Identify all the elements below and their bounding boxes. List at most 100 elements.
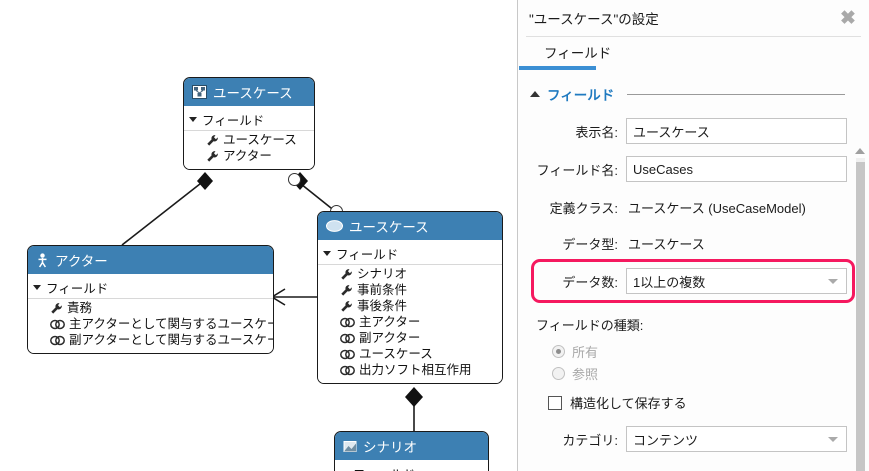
scrollbar-thumb[interactable] xyxy=(856,162,865,471)
chevron-down-icon xyxy=(828,279,838,284)
section-rule xyxy=(627,93,845,95)
node-group-label: フィールド xyxy=(353,464,415,471)
section-title: フィールド xyxy=(547,88,615,103)
node-field-row[interactable]: 責務 xyxy=(28,300,273,316)
link-icon xyxy=(340,317,355,328)
close-icon[interactable]: ✖ xyxy=(840,7,856,29)
node-field-row[interactable]: シナリオ xyxy=(318,266,502,282)
chevron-down-icon xyxy=(189,117,197,122)
panel-content: フィールド 表示名: ユースケース フィールド名: UseCases 定義クラス… xyxy=(518,70,869,471)
node-field-label: 事前条件 xyxy=(357,283,408,297)
tab-bar: フィールド xyxy=(518,37,869,68)
scrollbar-up-arrow[interactable] xyxy=(855,148,865,154)
node-title: シナリオ xyxy=(363,440,417,455)
node-title: ユースケース xyxy=(213,86,293,101)
data-type-label: データ型: xyxy=(562,236,618,252)
data-count-value: 1以上の複数 xyxy=(633,274,706,290)
radio-own-label: 所有 xyxy=(572,345,599,360)
node-field-label: 事後条件 xyxy=(357,299,408,313)
node-field-label: 責務 xyxy=(67,301,93,315)
node-field-row[interactable]: アクター xyxy=(184,148,314,164)
def-class-value: ユースケース (UseCaseModel) xyxy=(628,200,806,216)
node-title: アクター xyxy=(55,254,108,269)
node-field-row[interactable]: 主アクターとして関与するユースケース xyxy=(28,316,273,332)
tab-active-underline xyxy=(519,66,596,70)
wrench-icon xyxy=(50,302,63,315)
link-icon xyxy=(50,335,65,346)
link-icon xyxy=(50,319,65,330)
node-field-label: アクター xyxy=(223,149,272,163)
node-body: フィールド ユースケース アクター xyxy=(184,106,314,169)
node-field-row[interactable]: 事後条件 xyxy=(318,298,502,314)
actor-figure-icon xyxy=(36,252,49,268)
node-group-row[interactable]: フィールド xyxy=(28,277,273,299)
category-select[interactable]: コンテンツ xyxy=(626,426,847,452)
checkbox-label: 構造化して保存する xyxy=(570,396,687,411)
panel-title-bar: "ユースケース"の設定 ✖ xyxy=(518,0,869,36)
field-name-label: フィールド名: xyxy=(536,162,618,178)
data-count-label: データ数: xyxy=(562,274,618,290)
display-name-input[interactable]: ユースケース xyxy=(626,118,847,144)
wrench-icon xyxy=(340,300,353,313)
field-row-category: カテゴリ: コンテンツ xyxy=(536,426,847,452)
node-title: ユースケース xyxy=(349,220,429,235)
node-field-row[interactable]: 主アクター xyxy=(318,314,502,330)
field-row-display-name: 表示名: ユースケース xyxy=(536,118,847,144)
node-field-label: 主アクターとして関与するユースケース xyxy=(69,317,274,331)
node-group-label: フィールド xyxy=(46,282,109,296)
node-body: フィールド xyxy=(335,460,488,471)
diagram-node-usecase[interactable]: ユースケース フィールド シナリオ 事前条件 xyxy=(317,211,503,384)
chevron-down-icon xyxy=(323,251,331,256)
checkbox-structured-save[interactable]: 構造化して保存する xyxy=(548,393,687,412)
diagram-node-usecase-model[interactable]: ユースケース フィールド ユースケース アクター xyxy=(183,77,315,170)
grid-icon xyxy=(192,85,207,99)
node-header: シナリオ xyxy=(335,432,488,460)
tab-fields[interactable]: フィールド xyxy=(544,46,612,61)
node-field-row[interactable]: ユースケース xyxy=(184,132,314,148)
node-header: ユースケース xyxy=(318,212,502,240)
diagram-node-scenario[interactable]: シナリオ フィールド xyxy=(334,431,489,471)
radio-ref-label: 参照 xyxy=(572,367,599,382)
node-field-row[interactable]: ユースケース xyxy=(318,346,502,362)
node-field-label: シナリオ xyxy=(357,267,408,281)
ellipse-icon xyxy=(326,220,343,232)
node-field-label: 主アクター xyxy=(359,315,421,329)
field-row-def-class: 定義クラス: ユースケース (UseCaseModel) xyxy=(536,194,847,220)
node-body: フィールド シナリオ 事前条件 xyxy=(318,240,502,383)
chevron-down-icon xyxy=(33,285,41,290)
data-count-select[interactable]: 1以上の複数 xyxy=(626,268,847,294)
radio-ref[interactable]: 参照 xyxy=(552,364,598,383)
node-field-row[interactable]: 副アクターとして関与するユースケース xyxy=(28,332,273,348)
page-title: "ユースケース"の設定 xyxy=(529,12,659,27)
node-group-row[interactable]: フィールド xyxy=(335,463,488,471)
radio-own[interactable]: 所有 xyxy=(552,342,598,361)
node-group-row[interactable]: フィールド xyxy=(318,243,502,265)
def-class-label: 定義クラス: xyxy=(549,200,618,216)
wrench-icon xyxy=(206,134,219,147)
link-icon xyxy=(340,333,355,344)
radio-button-own[interactable] xyxy=(552,345,565,358)
field-row-data-count: データ数: 1以上の複数 xyxy=(536,268,847,294)
node-group-row[interactable]: フィールド xyxy=(184,109,314,131)
diagram-canvas[interactable]: ユースケース フィールド ユースケース アクター xyxy=(0,0,517,471)
checkbox-box[interactable] xyxy=(548,395,562,410)
node-field-row[interactable]: 副アクター xyxy=(318,330,502,346)
node-field-row[interactable]: 出力ソフト相互作用 xyxy=(318,362,502,378)
link-icon xyxy=(340,365,355,376)
field-name-input[interactable]: UseCases xyxy=(626,156,847,182)
data-type-value: ユースケース xyxy=(628,236,705,252)
scenario-icon xyxy=(343,440,357,453)
chevron-down-icon xyxy=(828,437,838,442)
edge-handle-top[interactable] xyxy=(288,173,301,186)
wrench-icon xyxy=(206,150,219,163)
wrench-icon xyxy=(340,284,353,297)
section-header-fields[interactable]: フィールド xyxy=(530,84,845,104)
node-field-row[interactable]: 事前条件 xyxy=(318,282,502,298)
node-field-label: ユースケース xyxy=(359,347,433,361)
field-row-field-name: フィールド名: UseCases xyxy=(536,156,847,182)
category-value: コンテンツ xyxy=(633,432,699,448)
node-header: ユースケース xyxy=(184,78,314,106)
node-body: フィールド 責務 主アクターとして関与するユースケース xyxy=(28,274,273,353)
radio-button-ref[interactable] xyxy=(552,367,565,380)
diagram-node-actor[interactable]: アクター フィールド 責務 主アクターとして関与するユースケ xyxy=(27,245,274,354)
